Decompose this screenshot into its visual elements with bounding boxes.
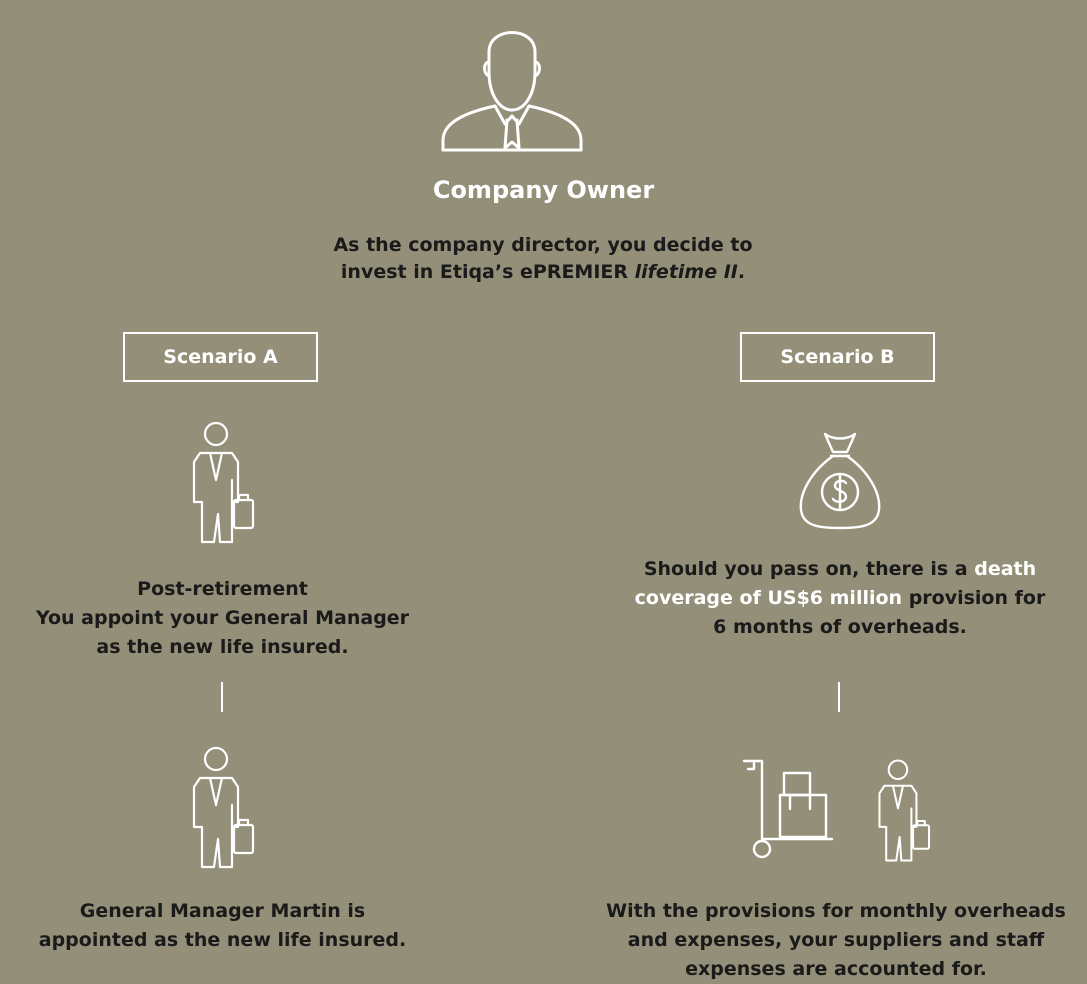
b1-highlight-2: coverage of US$6 million	[634, 587, 903, 609]
businessman-icon	[441, 31, 583, 152]
scenario-b-step1-text: Should you pass on, there is a death cov…	[595, 555, 1085, 642]
owner-intro: As the company director, you decide to i…	[243, 232, 843, 286]
b1-line-2-text: provision for	[902, 587, 1046, 609]
b1-line-2: coverage of US$6 million provision for	[595, 584, 1085, 613]
b2-line-2: and expenses, your suppliers and staff	[627, 929, 1045, 951]
scenario-a-box: Scenario A	[123, 332, 318, 382]
scenario-a-step2-text: General Manager Martin is appointed as t…	[0, 897, 445, 955]
owner-title: Company Owner	[432, 176, 655, 204]
hand-truck-icon	[742, 759, 834, 859]
b2-line-1: With the provisions for monthly overhead…	[606, 900, 1066, 922]
intro-suffix: .	[737, 261, 746, 283]
scenario-a-step1-text: Post-retirement You appoint your General…	[0, 575, 445, 662]
b2-line-3: expenses are accounted for.	[685, 958, 987, 980]
a2-line-1: General Manager Martin is	[79, 900, 366, 922]
intro-line-2: invest in Etiqa’s ePREMIER lifetime II.	[243, 259, 843, 286]
intro-line-1: As the company director, you decide to	[333, 234, 753, 256]
b1-line-1-text: Should you pass on, there is a	[643, 558, 975, 580]
connector-a	[221, 682, 223, 712]
a2-line-2: appointed as the new life insured.	[38, 929, 407, 951]
b1-line-3: 6 months of overheads.	[713, 616, 967, 638]
a1-line-3: as the new life insured.	[96, 636, 349, 658]
scenario-b-step2-text: With the provisions for monthly overhead…	[585, 897, 1087, 984]
b1-highlight-1: death	[974, 558, 1037, 580]
intro-prefix: invest in Etiqa’s ePREMIER	[340, 261, 635, 283]
intro-product: lifetime II	[634, 261, 738, 283]
man-with-briefcase-icon	[192, 746, 255, 869]
a1-line-1: Post-retirement	[137, 578, 308, 600]
man-with-briefcase-icon	[878, 759, 931, 862]
money-bag-icon	[799, 432, 881, 530]
connector-b	[838, 682, 840, 712]
man-with-briefcase-icon	[192, 421, 255, 544]
a1-line-2: You appoint your General Manager	[35, 607, 410, 629]
b1-line-1: Should you pass on, there is a death	[595, 555, 1085, 584]
scenario-b-box: Scenario B	[740, 332, 935, 382]
